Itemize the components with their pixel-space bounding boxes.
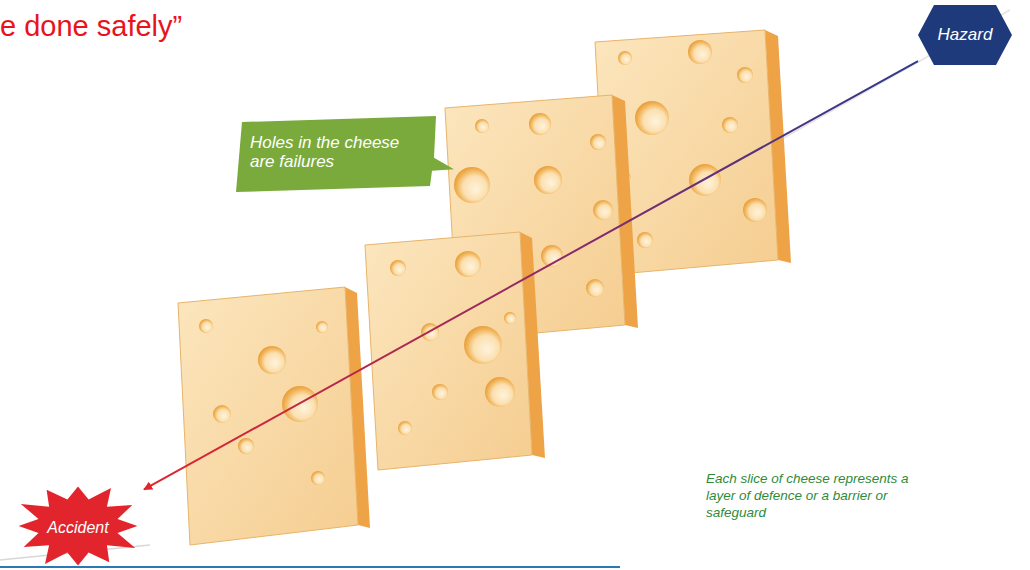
node-text-wrap: Hazard	[918, 5, 1012, 65]
hazard-trajectory	[144, 61, 918, 489]
slice-face	[365, 232, 532, 470]
node-text: Accident	[47, 519, 108, 537]
cheese-hole	[316, 321, 328, 333]
accident-starburst: Accident	[12, 482, 144, 570]
cheese-hole	[475, 119, 489, 133]
cheese-hole	[464, 326, 502, 364]
slice-face	[178, 287, 358, 545]
cheese-hole	[534, 166, 562, 194]
cheese-hole	[743, 198, 767, 222]
cheese-hole	[398, 421, 412, 435]
cheese-hole	[722, 117, 738, 133]
hazard-hexagon: Hazard	[918, 5, 1012, 65]
cheese-hole	[529, 113, 551, 135]
cheese-hole	[637, 232, 653, 248]
note-text: Each slice of cheese represents a layer …	[706, 470, 914, 521]
cheese-hole	[454, 167, 490, 203]
cheese-hole	[688, 40, 712, 64]
cheese-hole	[635, 101, 669, 135]
callout-box: Holes in the cheese are failures	[236, 116, 454, 192]
cheese-hole	[485, 377, 515, 407]
page-title: e done safely”	[0, 10, 182, 43]
cheese-hole	[311, 471, 325, 485]
cheese-slice	[178, 287, 370, 545]
cheese-hole	[432, 384, 448, 400]
node-text-wrap: Accident	[12, 482, 144, 570]
cheese-hole	[586, 279, 604, 297]
node-text-wrap: Holes in the cheese are failures	[236, 116, 454, 192]
cheese-hole	[504, 312, 516, 324]
ghost-line	[780, 10, 1010, 140]
cheese-slice	[365, 232, 545, 470]
cheese-hole	[390, 260, 406, 276]
cheese-hole	[618, 51, 632, 65]
cheese-hole	[258, 346, 286, 374]
accident-starburst-shape	[19, 486, 138, 565]
node-text: Hazard	[938, 25, 993, 45]
cheese-hole	[199, 319, 213, 333]
hazard-hexagon-shape	[918, 5, 1012, 65]
cheese-hole	[590, 134, 606, 150]
bottom-rule	[0, 566, 620, 568]
cheese-hole	[213, 405, 231, 423]
callout-box-shape	[236, 116, 454, 192]
cheese-hole	[238, 438, 254, 454]
cheese-hole	[455, 251, 481, 277]
cheese-hole	[593, 200, 613, 220]
node-text: Holes in the cheese are failures	[250, 133, 410, 171]
cheese-hole	[737, 67, 753, 83]
